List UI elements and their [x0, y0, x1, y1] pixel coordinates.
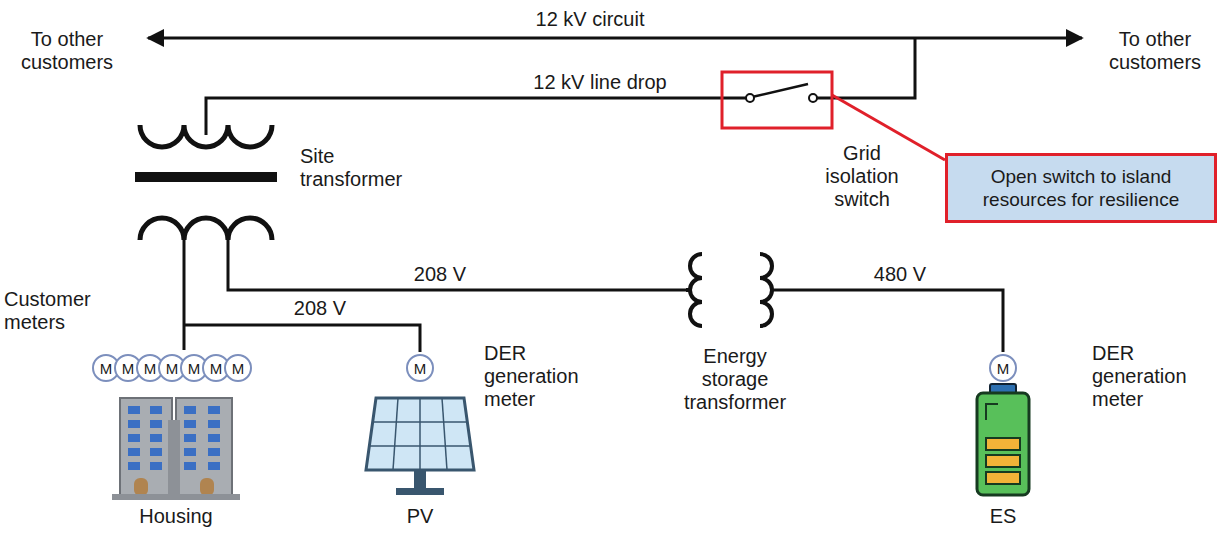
window	[128, 448, 140, 456]
switch-highlight	[722, 72, 832, 128]
window	[150, 406, 162, 414]
diagram-label: 12 kV circuit	[490, 8, 690, 31]
line-drop-wire	[206, 98, 748, 135]
callout-box: Open switch to island resources for resi…	[945, 153, 1217, 223]
wire-208v	[184, 325, 420, 352]
window	[184, 462, 196, 470]
diagram-label: DER generation meter	[1092, 342, 1217, 411]
window	[128, 420, 140, 428]
meter-letter: M	[144, 360, 157, 377]
meter-letter: M	[210, 360, 223, 377]
diagram-label: 12 kV line drop	[490, 71, 710, 94]
meter-letter: M	[232, 360, 245, 377]
diagram-label: 208 V	[275, 297, 365, 320]
window	[184, 420, 196, 428]
meter-letter: M	[100, 360, 113, 377]
circuit-line	[148, 37, 1082, 40]
window	[208, 420, 220, 428]
wire-208v	[228, 240, 686, 290]
diagram-label: DER generation meter	[484, 342, 604, 411]
window	[128, 434, 140, 442]
diagram-label: Housing	[116, 505, 236, 528]
window	[208, 406, 220, 414]
window	[208, 448, 220, 456]
battery	[977, 384, 1029, 495]
meter-letter: M	[166, 360, 179, 377]
window	[150, 448, 162, 456]
diagram-label: Energy storage transformer	[668, 345, 803, 414]
window	[208, 434, 220, 442]
diagram-label: ES	[963, 505, 1043, 528]
window	[150, 420, 162, 428]
window	[184, 434, 196, 442]
meter-circle: M	[406, 354, 434, 382]
meter-circle: M	[989, 354, 1017, 382]
window	[150, 434, 162, 442]
meter-letter: M	[414, 360, 427, 377]
meter-letter: M	[997, 360, 1010, 377]
isolation-switch	[746, 84, 817, 102]
diagram-label: To other customers	[2, 28, 132, 74]
diagram-label: 208 V	[395, 263, 485, 286]
diagram-label: Customer meters	[4, 288, 104, 334]
line-drop-wire	[815, 38, 915, 98]
housing-building	[112, 398, 240, 500]
window	[208, 462, 220, 470]
diagram-label: To other customers	[1090, 28, 1220, 74]
diagram-label: Site transformer	[300, 145, 425, 191]
diagram-label: PV	[380, 505, 460, 528]
window	[150, 462, 162, 470]
window	[184, 406, 196, 414]
diagram-label: Grid isolation switch	[817, 142, 907, 211]
window	[184, 448, 196, 456]
meter-letter: M	[188, 360, 201, 377]
callout-text: Open switch to island resources for resi…	[958, 165, 1204, 211]
wire-480v	[772, 290, 1003, 352]
wire-208v	[183, 240, 186, 350]
pv-panel	[366, 398, 474, 495]
storage-transformer	[686, 254, 772, 326]
window	[128, 406, 140, 414]
window	[128, 462, 140, 470]
diagram-label: 480 V	[855, 263, 945, 286]
meter-letter: M	[122, 360, 135, 377]
meter-circle: M	[224, 354, 252, 382]
site-transformer	[135, 125, 277, 240]
